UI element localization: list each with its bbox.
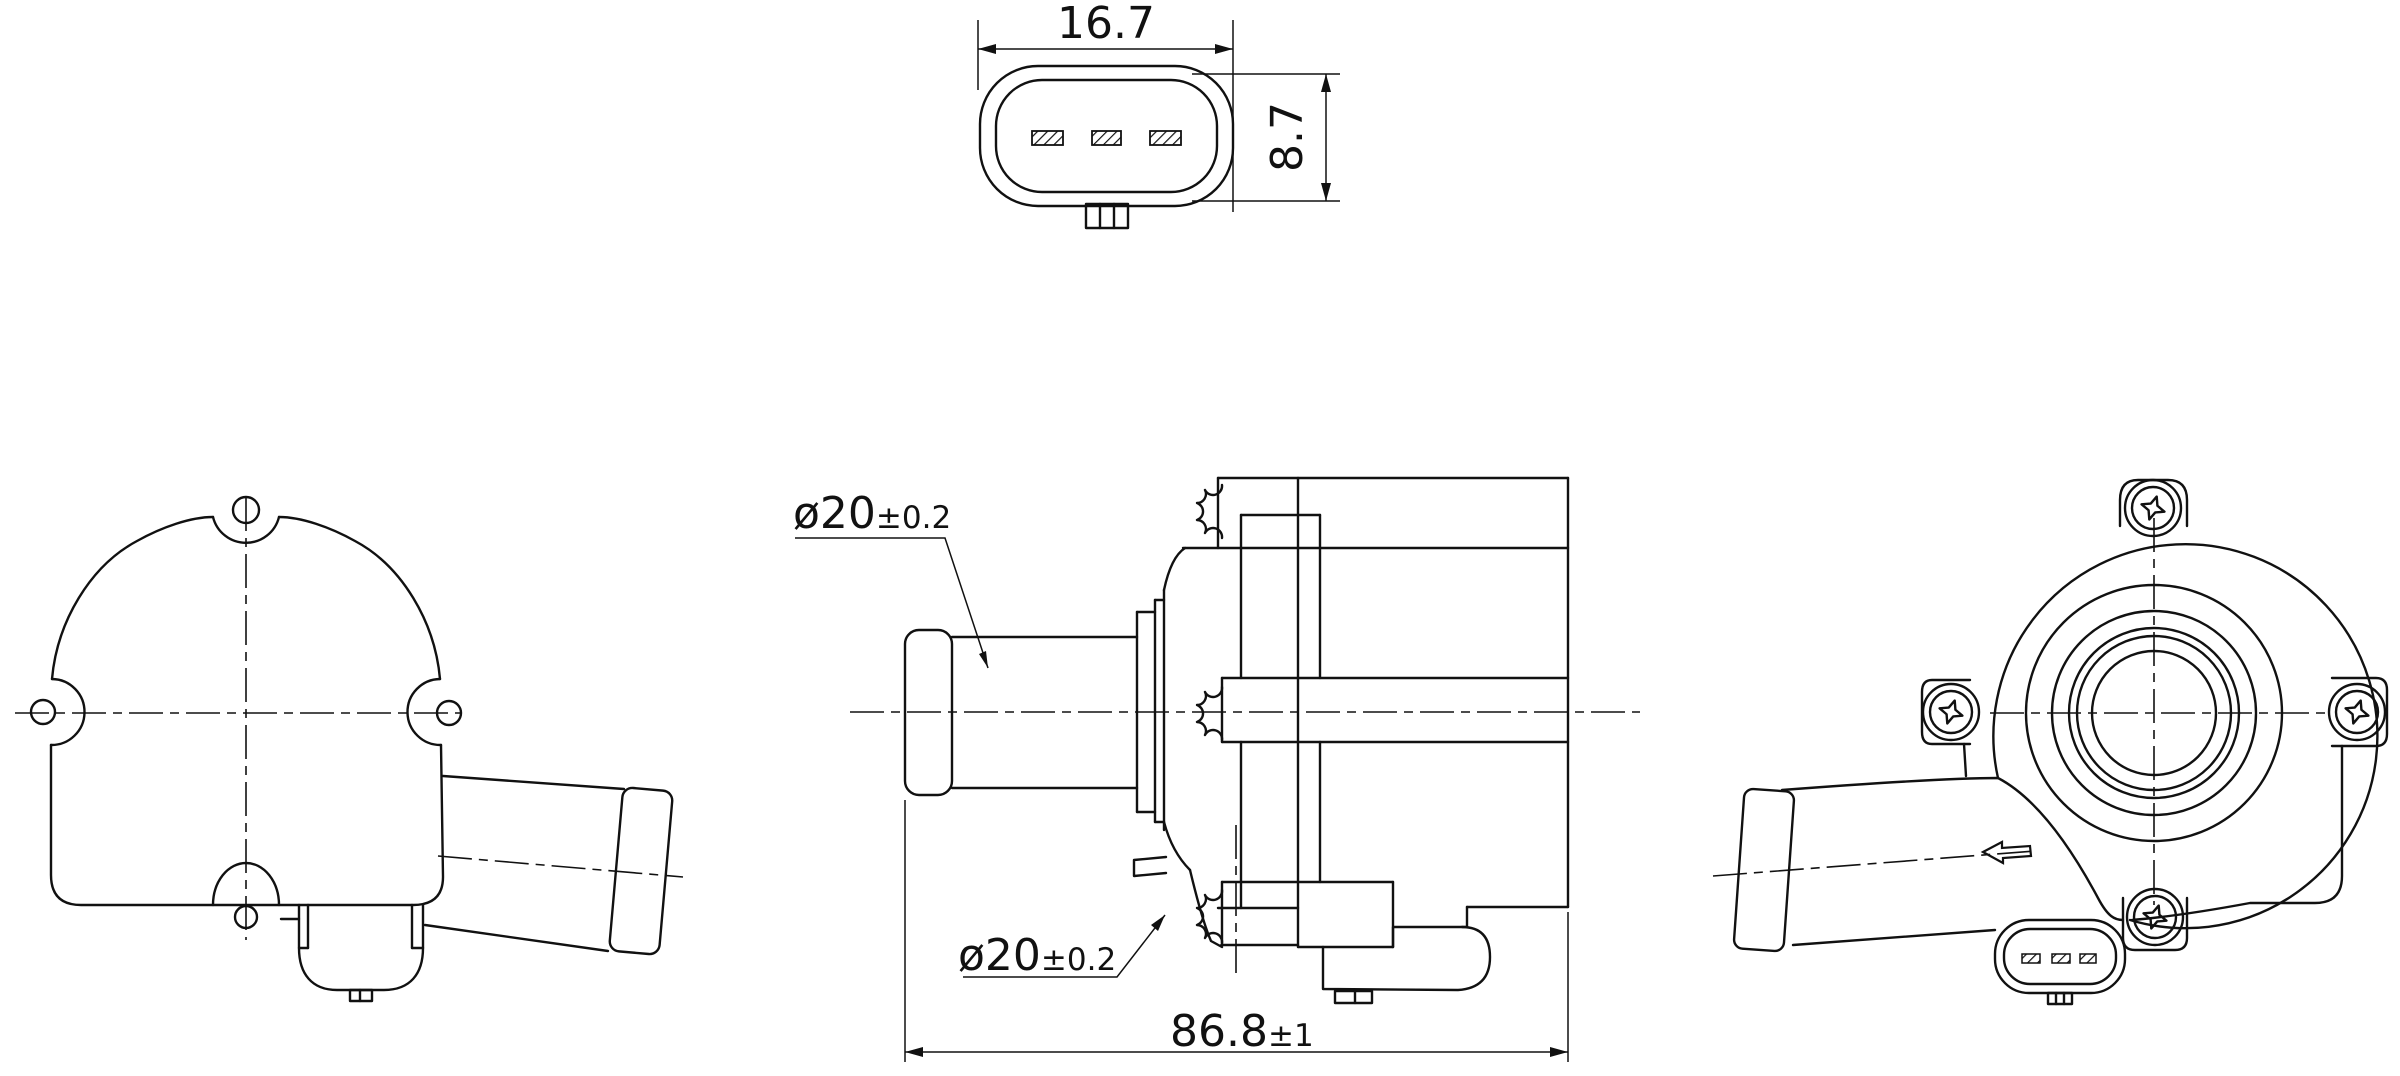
connector-tab (2046, 991, 2074, 1006)
middle-screw-icon (1195, 685, 1224, 742)
mounting-flange (1216, 476, 1322, 949)
inlet-dia-value: ø20 (793, 488, 876, 539)
dim-arrow-right-icon (1550, 1047, 1568, 1057)
volute-housing-profile (1132, 546, 1224, 949)
outlet-hose-port (423, 774, 684, 956)
svg-text:ø20±0.2: ø20±0.2 (793, 488, 951, 539)
motor-body (1181, 476, 1570, 929)
hose-bead-flare (1732, 787, 1796, 953)
electrical-connector-side (279, 903, 425, 1003)
outlet-dia-tolerance: ±0.2 (1041, 942, 1116, 978)
inlet-bead-flare (903, 628, 954, 797)
pin-2-icon (1091, 130, 1122, 146)
outlet-dia-value: ø20 (958, 930, 1041, 981)
screw-boss-right (2327, 676, 2389, 748)
phillips-screw-icon (1921, 682, 1981, 742)
flow-direction-arrow-icon (1980, 840, 2033, 865)
housing-silhouette (2130, 744, 2344, 922)
bleed-nipple (1132, 855, 1168, 878)
connector-inner-shell (2002, 927, 2118, 986)
length-value: 86.8 (1170, 1006, 1268, 1057)
inlet-pipe (903, 628, 1139, 797)
housing-face-circle (1992, 542, 2379, 930)
inlet-neck-rings (1135, 588, 1166, 832)
dim-arrow-right-icon (1215, 44, 1233, 54)
assembly-screws-side (1195, 483, 1570, 949)
pin-2-icon (2051, 953, 2071, 964)
hose-axis-centerline (437, 855, 684, 878)
hose-axis-centerline (1712, 850, 2036, 877)
connector-inner-shell (994, 78, 1219, 194)
screw-boss-left (1920, 678, 1981, 778)
pin-3-icon (1149, 130, 1182, 146)
svg-text:86.8±1: 86.8±1 (1170, 1006, 1314, 1057)
left-mount-hole (29, 698, 57, 726)
pump-dome-outline (50, 515, 442, 681)
hose-bead-flare (608, 786, 674, 956)
dimension-overall-length: 86.8±1 (904, 800, 1569, 1062)
leader-arrow-icon (979, 651, 988, 668)
pin-1-icon (1031, 130, 1064, 146)
svg-text:ø20±0.2: ø20±0.2 (958, 930, 1116, 981)
bottom-screw-icon (1195, 888, 1224, 945)
label-outlet-diameter: ø20±0.2 (958, 914, 1166, 981)
inlet-hose-front (1712, 776, 2125, 953)
phillips-screw-icon (2123, 478, 2183, 538)
front-view (1712, 478, 2389, 1006)
pump-body-outline (49, 743, 445, 907)
label-inlet-diameter: ø20±0.2 (793, 488, 989, 669)
rear-view (15, 495, 684, 1003)
connector-latch-tab (1084, 202, 1130, 230)
electrical-connector-front (1993, 918, 2127, 1006)
inlet-dia-tolerance: ±0.2 (876, 500, 951, 536)
dim-arrow-up-icon (1321, 74, 1331, 92)
connector-tab (1333, 989, 1374, 1005)
dim-text-8-7: 8.7 (1262, 102, 1313, 172)
length-tolerance: ±1 (1268, 1018, 1314, 1054)
connector-detail-view: 16.7 8.7 (977, 0, 1340, 230)
right-mounting-tab (406, 677, 443, 747)
electrical-connector-bottom (1220, 825, 1492, 1005)
screw-boss-top (2118, 478, 2189, 538)
side-view: ø20±0.2 ø20±0.2 86.8±1 (793, 476, 1640, 1062)
dim-arrow-down-icon (1321, 183, 1331, 201)
pin-1-icon (2021, 953, 2041, 964)
connector-pins (1031, 130, 1182, 146)
dim-arrow-left-icon (905, 1047, 923, 1057)
dimension-connector-width: 16.7 (977, 0, 1234, 212)
leader-arrow-icon (1151, 915, 1165, 931)
dim-arrow-left-icon (978, 44, 996, 54)
pin-3-icon (2079, 953, 2097, 964)
dimension-connector-height: 8.7 (1192, 73, 1340, 202)
dim-text-16-7: 16.7 (1057, 0, 1155, 49)
